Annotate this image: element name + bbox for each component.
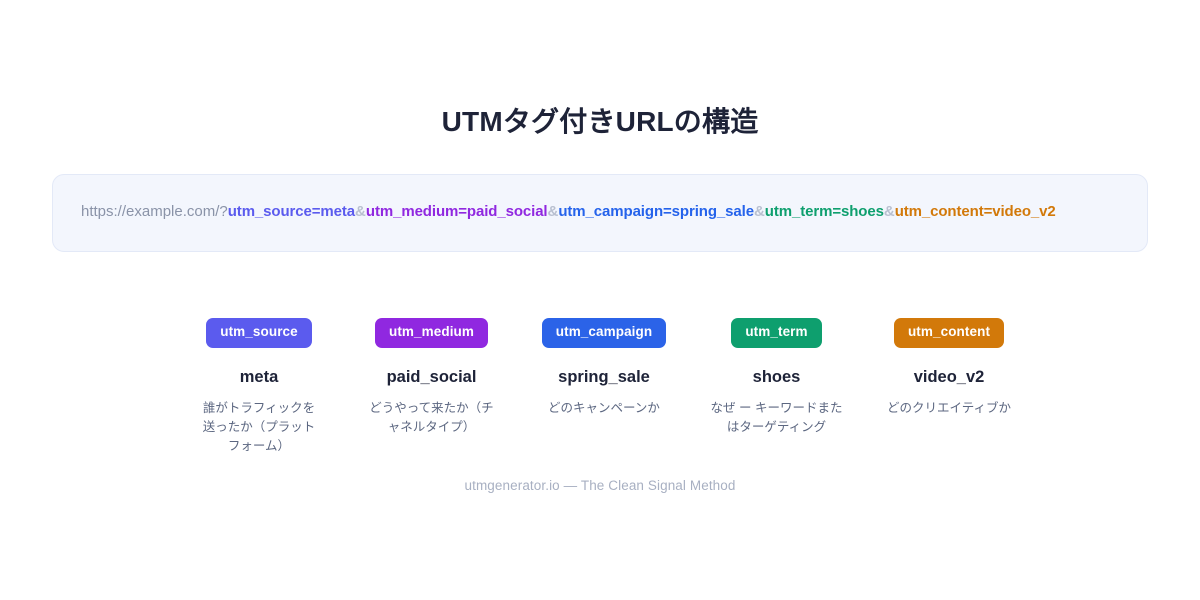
value-utm-content: video_v2: [913, 367, 985, 386]
url-string: https://example.com/?utm_source=meta&utm…: [81, 197, 1119, 227]
badge-utm-source: utm_source: [206, 318, 312, 348]
url-separator-1: &: [355, 203, 366, 220]
value-utm-term: shoes: [752, 367, 801, 386]
description-utm-content: どのクリエイティブか: [886, 400, 1011, 415]
badge-utm-medium: utm_medium: [374, 318, 488, 348]
url-segment-utm-content: utm_content=video_v2: [894, 203, 1056, 220]
url-preview-card: https://example.com/?utm_source=meta&utm…: [52, 174, 1148, 252]
badge-utm-campaign: utm_campaign: [541, 318, 667, 348]
parameter-column-utm-source: utm_source meta 誰がトラフィックを送ったか（プラットフォーム）: [180, 318, 338, 456]
parameter-column-utm-term: utm_term shoes なぜ ー キーワードまたはターゲティング: [698, 318, 856, 437]
description-utm-medium: どうやって来たか（チャネルタイプ）: [369, 400, 494, 434]
value-utm-source: meta: [239, 367, 279, 386]
parameter-column-utm-content: utm_content video_v2 どのクリエイティブか: [870, 318, 1028, 418]
parameter-column-utm-campaign: utm_campaign spring_sale どのキャンペーンか: [525, 318, 683, 418]
url-segment-utm-source: utm_source=meta: [227, 203, 356, 220]
footer-attribution: utmgenerator.io — The Clean Signal Metho…: [464, 478, 736, 493]
url-base-text: https://example.com/?: [81, 203, 228, 220]
description-utm-campaign: どのキャンペーンか: [548, 400, 660, 415]
parameter-columns: utm_source meta 誰がトラフィックを送ったか（プラットフォーム） …: [180, 318, 1028, 456]
badge-utm-term: utm_term: [731, 318, 822, 348]
parameter-column-utm-medium: utm_medium paid_social どうやって来たか（チャネルタイプ）: [353, 318, 511, 437]
url-segment-utm-term: utm_term=shoes: [764, 203, 884, 220]
url-segment-utm-campaign: utm_campaign=spring_sale: [558, 203, 754, 220]
value-utm-campaign: spring_sale: [558, 367, 650, 386]
value-utm-medium: paid_social: [386, 367, 477, 386]
description-utm-source: 誰がトラフィックを送ったか（プラットフォーム）: [202, 400, 316, 453]
url-segment-utm-medium: utm_medium=paid_social: [365, 203, 548, 220]
badge-utm-content: utm_content: [893, 318, 1005, 348]
description-utm-term: なぜ ー キーワードまたはターゲティング: [710, 400, 843, 434]
url-separator-2: &: [547, 203, 559, 220]
page-title: UTMタグ付きURLの構造: [441, 106, 759, 137]
url-separator-4: &: [883, 203, 895, 220]
url-separator-3: &: [753, 203, 765, 220]
